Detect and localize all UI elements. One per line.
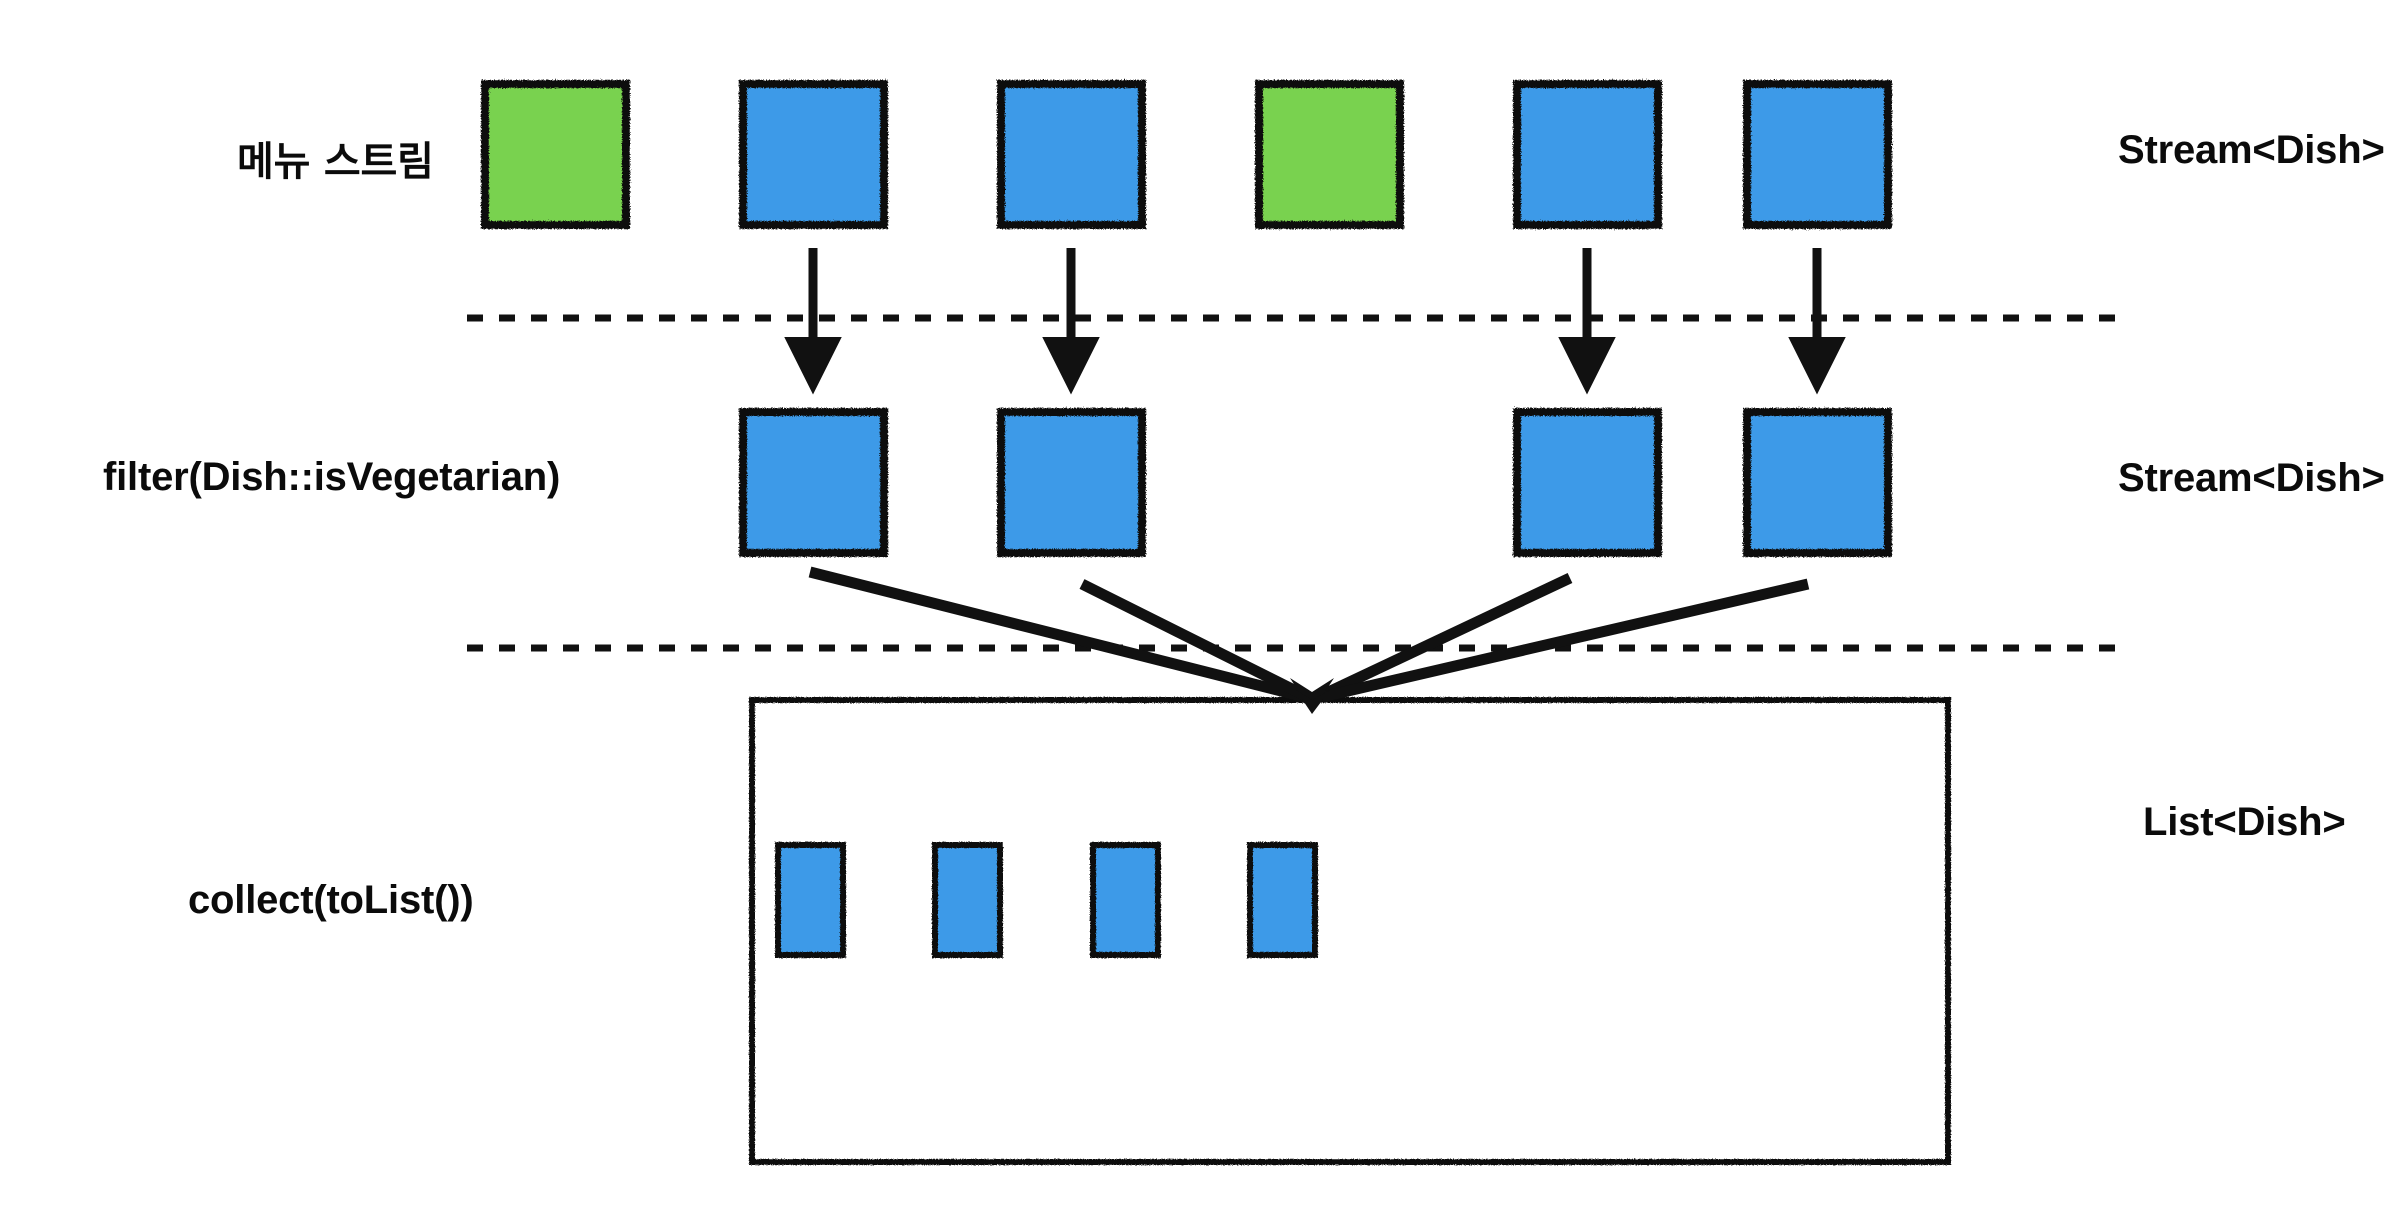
source-box-2 (997, 80, 1146, 229)
source-box-1 (739, 80, 888, 229)
source-row-right-label: Stream<Dish> (2118, 128, 2385, 172)
collect-box-1 (932, 842, 1003, 958)
filter-row-left-label: filter(Dish::isVegetarian) (103, 455, 561, 499)
converge-arrowhead-spike (1296, 690, 1330, 714)
converge-arrowhead (1290, 678, 1334, 712)
source-box-5 (1743, 80, 1892, 229)
collect-row-right-label: List<Dish> (2143, 800, 2346, 844)
converge-arrow-3 (1320, 578, 1810, 703)
converge-arrow-0 (808, 566, 1307, 703)
filter-row-right-label: Stream<Dish> (2118, 456, 2385, 500)
down-arrows (784, 248, 1846, 395)
filter-box-0 (739, 408, 888, 557)
converge-arrow-2 (1315, 573, 1573, 702)
source-row-left-label: 메뉴 스트림 (237, 139, 434, 185)
filter-row-boxes (739, 408, 1892, 557)
filter-box-1 (997, 408, 1146, 557)
collect-row-boxes (775, 842, 1318, 958)
source-box-4 (1513, 80, 1662, 229)
list-container-rect (749, 697, 1951, 1165)
converge-arrow-1 (1079, 579, 1311, 702)
filter-box-3 (1743, 408, 1892, 557)
converge-arrows (808, 566, 1810, 714)
collect-row-left-label: collect(toList()) (188, 878, 474, 922)
collect-box-2 (1090, 842, 1161, 958)
filter-box-2 (1513, 408, 1662, 557)
collect-box-3 (1247, 842, 1318, 958)
source-row-boxes (481, 80, 1892, 229)
source-box-3 (1255, 80, 1404, 229)
source-box-0 (481, 80, 630, 229)
collect-box-0 (775, 842, 846, 958)
